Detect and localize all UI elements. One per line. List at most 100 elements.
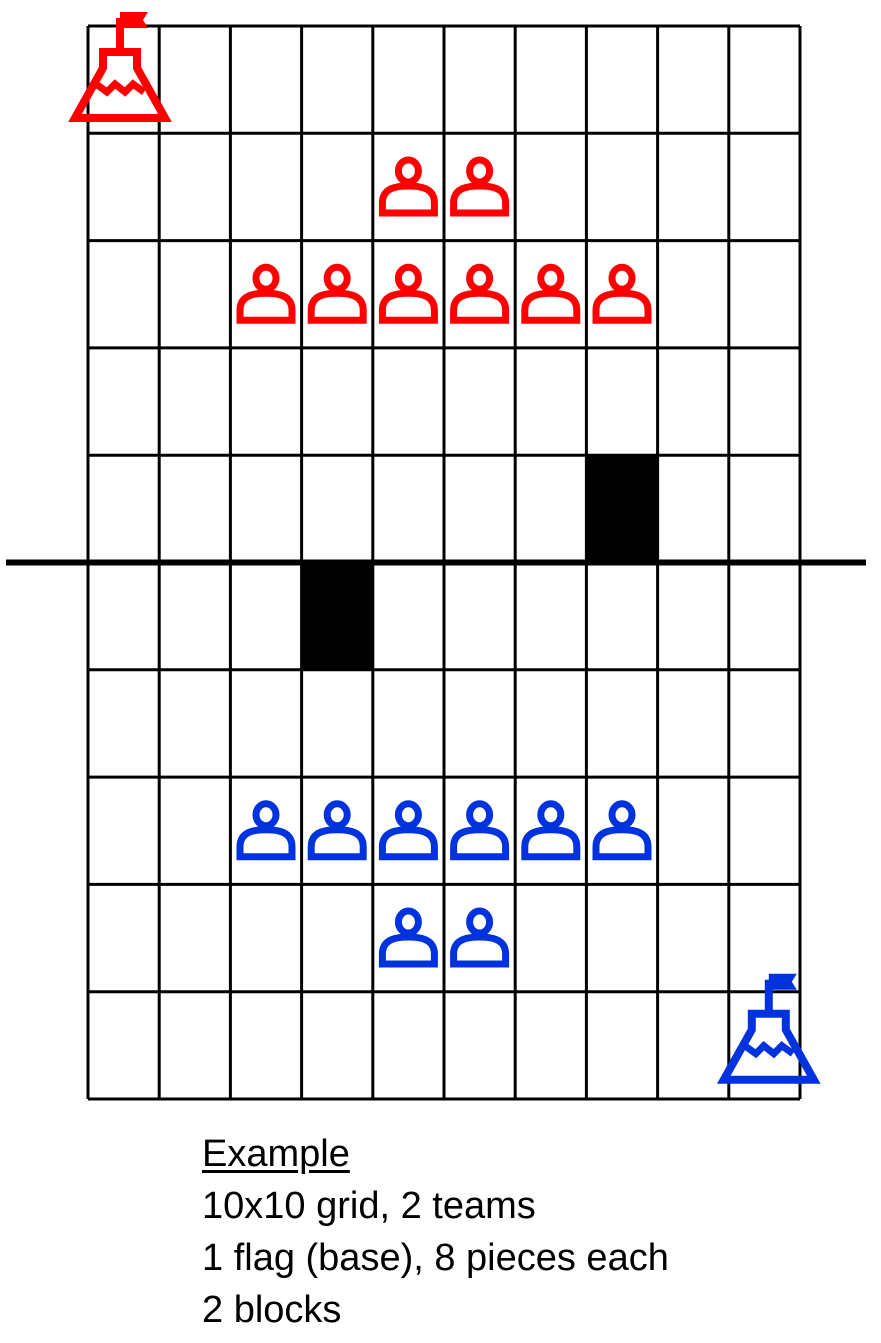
grid-cell <box>586 347 658 456</box>
caption-line-blocks: 2 blocks <box>202 1289 342 1331</box>
grid-cell <box>586 562 658 670</box>
grid-cell <box>372 669 444 778</box>
grid-cell <box>657 777 729 885</box>
grid-cell <box>372 562 444 670</box>
grid-cell <box>728 240 800 348</box>
grid-cell <box>301 669 373 778</box>
grid-cells <box>88 26 800 1099</box>
grid-cell <box>515 455 587 563</box>
person-icon <box>307 800 367 861</box>
grid-cell <box>657 26 729 134</box>
block-cell <box>301 562 373 670</box>
grid-cell <box>657 455 729 563</box>
grid-cell <box>586 884 658 992</box>
grid-cell <box>444 26 516 134</box>
grid-cell <box>657 240 729 348</box>
grid-cell <box>728 562 800 670</box>
grid-cell <box>657 991 729 1099</box>
person-icon <box>592 263 652 324</box>
grid-cell <box>159 240 231 348</box>
pieces-layer <box>236 156 652 968</box>
grid-cell <box>372 455 444 563</box>
grid-cell <box>230 133 302 241</box>
grid-cell <box>586 669 658 778</box>
person-icon <box>450 263 510 324</box>
person-icon <box>378 263 438 324</box>
grid-cell <box>444 669 516 778</box>
grid-cell <box>159 562 231 670</box>
flag-base-icon <box>68 12 172 122</box>
grid-cell <box>728 455 800 563</box>
grid-cell <box>515 562 587 670</box>
grid-cell <box>159 669 231 778</box>
person-icon <box>450 156 510 217</box>
grid-cell <box>88 240 160 348</box>
grid-cell <box>657 884 729 992</box>
grid-cell <box>515 884 587 992</box>
grid-cell <box>88 884 160 992</box>
grid-cell <box>88 777 160 885</box>
grid-cell <box>159 884 231 992</box>
grid-cell <box>444 455 516 563</box>
grid-cell <box>657 347 729 456</box>
grid-cell <box>230 991 302 1099</box>
caption-line-pieces: 1 flag (base), 8 pieces each <box>202 1237 669 1279</box>
person-icon <box>521 263 581 324</box>
grid-cell <box>301 884 373 992</box>
blocks-layer <box>301 455 658 670</box>
grid-cell <box>586 991 658 1099</box>
grid-cell <box>444 562 516 670</box>
grid-cell <box>230 884 302 992</box>
grid-cell <box>728 133 800 241</box>
grid-cell <box>515 26 587 134</box>
grid-cell <box>515 347 587 456</box>
grid-cell <box>586 133 658 241</box>
grid-cell <box>159 133 231 241</box>
grid-cell <box>301 991 373 1099</box>
grid-cell <box>372 26 444 134</box>
grid-cell <box>586 26 658 134</box>
grid-cell <box>230 669 302 778</box>
grid-cell <box>728 347 800 456</box>
caption-heading: Example <box>202 1133 350 1175</box>
grid-cell <box>657 562 729 670</box>
grid-cell <box>728 777 800 885</box>
block-cell <box>586 455 658 563</box>
grid-cell <box>230 562 302 670</box>
grid-cell <box>657 669 729 778</box>
grid-cell <box>88 669 160 778</box>
grid-cell <box>728 26 800 134</box>
grid-cell <box>515 133 587 241</box>
grid-cell <box>301 133 373 241</box>
grid-cell <box>515 669 587 778</box>
grid-cell <box>301 26 373 134</box>
grid-cell <box>444 991 516 1099</box>
grid-cell <box>230 455 302 563</box>
grid-cell <box>159 347 231 456</box>
person-icon <box>378 907 438 968</box>
grid-cell <box>301 455 373 563</box>
flags-layer <box>68 12 821 1084</box>
grid-cell <box>88 455 160 563</box>
person-icon <box>592 800 652 861</box>
person-icon <box>378 800 438 861</box>
grid-cell <box>88 347 160 456</box>
person-icon <box>450 907 510 968</box>
grid-cell <box>88 133 160 241</box>
grid-cell <box>88 562 160 670</box>
example-caption: Example 10x10 grid, 2 teams 1 flag (base… <box>202 1128 669 1336</box>
grid-cell <box>159 991 231 1099</box>
grid-cell <box>515 991 587 1099</box>
grid-cell <box>444 347 516 456</box>
person-icon <box>378 156 438 217</box>
grid-cell <box>657 133 729 241</box>
person-icon <box>450 800 510 861</box>
flag-base-icon <box>716 973 821 1084</box>
grid-cell <box>230 347 302 456</box>
person-icon <box>236 800 296 861</box>
caption-line-grid: 10x10 grid, 2 teams <box>202 1185 536 1227</box>
grid-cell <box>372 991 444 1099</box>
person-icon <box>307 263 367 324</box>
grid-cell <box>159 26 231 134</box>
